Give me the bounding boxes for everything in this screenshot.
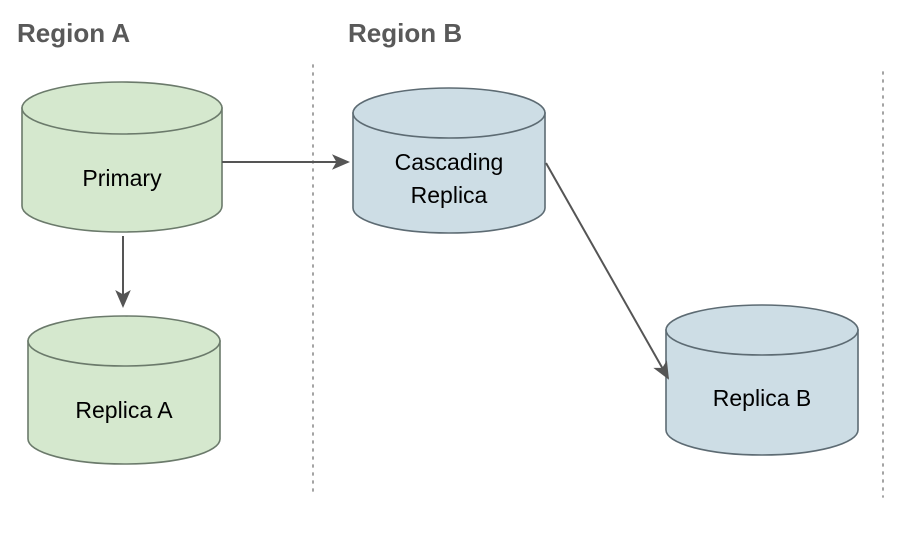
replica-b-cylinder-body bbox=[665, 329, 859, 456]
cascading-replica-label-line1: Cascading bbox=[395, 149, 504, 175]
primary-cylinder-top bbox=[21, 81, 223, 135]
replica-b-label: Replica B bbox=[713, 385, 811, 411]
region-labels: Region A Region B bbox=[17, 18, 462, 48]
region-dividers bbox=[312, 64, 884, 498]
node-primary[interactable]: Primary bbox=[21, 81, 223, 233]
diagram-edges bbox=[115, 154, 669, 380]
cascading-replica-cylinder-top bbox=[352, 87, 546, 139]
cascading-replica-label-line2: Replica bbox=[411, 182, 488, 208]
edge-cascading-replica-to-replica-b bbox=[545, 162, 669, 380]
node-replica-a[interactable]: Replica A bbox=[27, 315, 221, 465]
replica-a-cylinder-top bbox=[27, 315, 221, 367]
primary-cylinder-body bbox=[21, 107, 223, 233]
region-a-label: Region A bbox=[17, 18, 130, 48]
primary-label: Primary bbox=[82, 165, 162, 191]
cascading-replica-cylinder-body bbox=[352, 112, 546, 234]
replica-a-cylinder-body bbox=[27, 340, 221, 465]
replica-b-cylinder-top bbox=[665, 304, 859, 356]
node-cascading-replica[interactable]: Cascading Replica bbox=[352, 87, 546, 234]
replica-a-label: Replica A bbox=[75, 397, 173, 423]
node-replica-b[interactable]: Replica B bbox=[665, 304, 859, 456]
region-b-label: Region B bbox=[348, 18, 462, 48]
